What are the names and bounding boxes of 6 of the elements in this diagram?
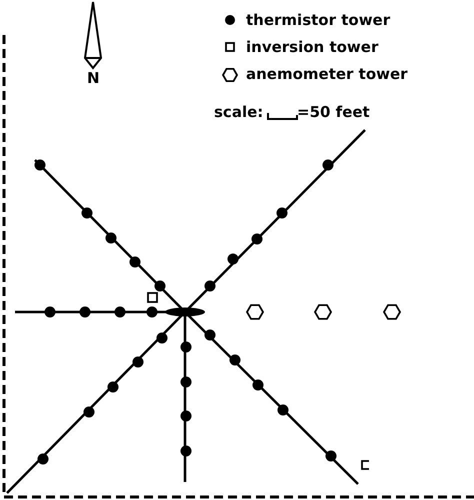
legend-text: inversion tower xyxy=(246,38,378,56)
north-label: N xyxy=(87,69,100,87)
scale-label: scale: xyxy=(214,103,264,121)
legend-text: thermistor tower xyxy=(246,11,390,29)
legend-text: anemometer tower xyxy=(246,65,408,83)
scale-value: =50 feet xyxy=(297,103,370,121)
